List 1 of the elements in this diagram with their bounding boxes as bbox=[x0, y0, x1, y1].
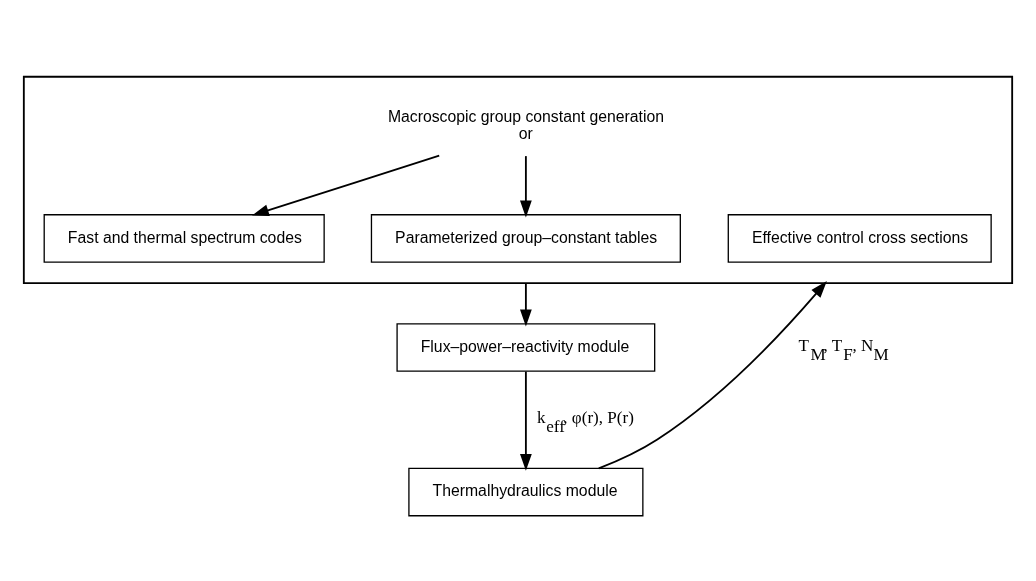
node-text: Macroscopic group constant generation or bbox=[387, 107, 664, 142]
